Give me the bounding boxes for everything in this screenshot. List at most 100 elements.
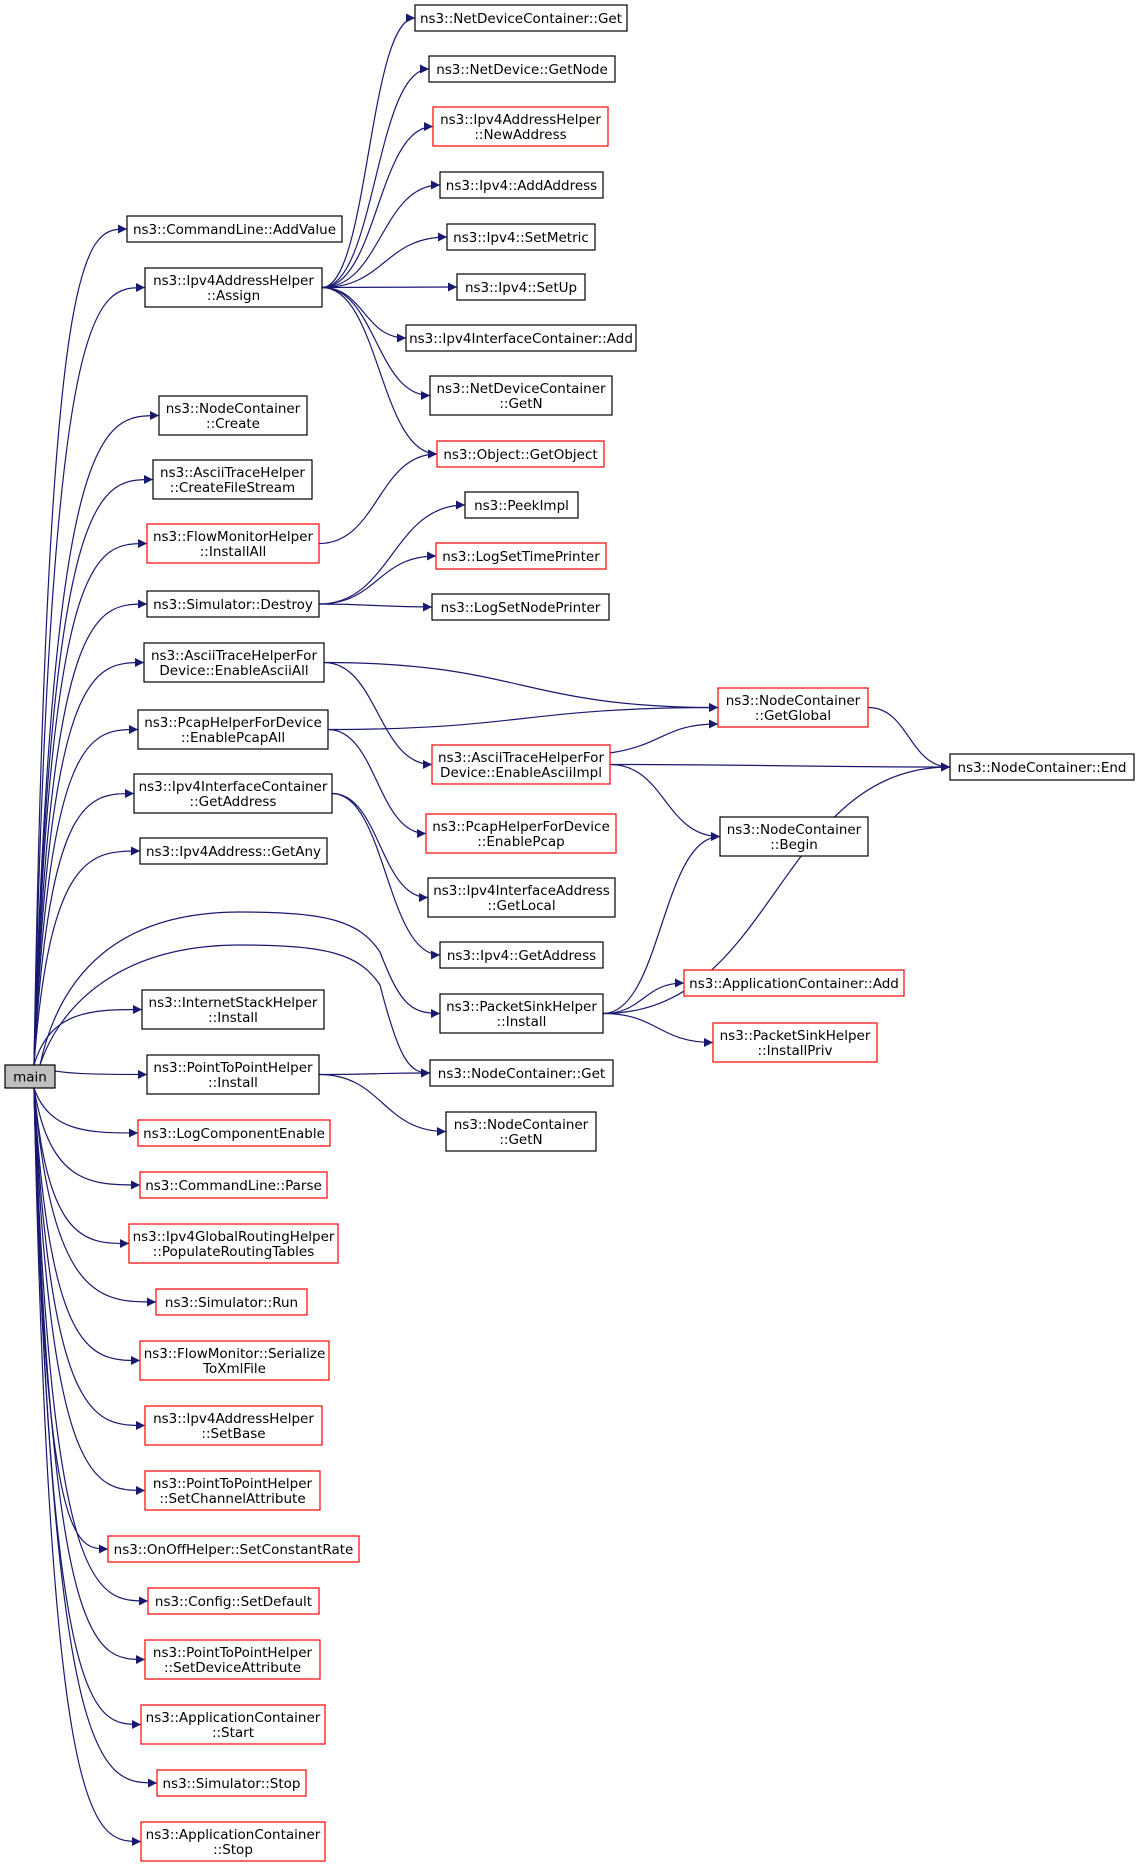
node-ipv4-setmetric[interactable]: ns3::Ipv4::SetMetric — [446, 223, 596, 251]
node-logsetnodeprinter[interactable]: ns3::LogSetNodePrinter — [431, 593, 610, 621]
node-box — [156, 1769, 307, 1797]
node-p2p-setchannel[interactable]: ns3::PointToPointHelper::SetChannelAttri… — [144, 1470, 321, 1511]
node-label: ::Install — [497, 1014, 547, 1030]
node-nc-getn[interactable]: ns3::NodeContainer::GetN — [445, 1111, 597, 1152]
node-box — [147, 1587, 320, 1615]
edge-main-to-ipv4a-getany — [33, 846, 141, 1066]
node-onoff-setconstantrate[interactable]: ns3::OnOffHelper::SetConstantRate — [107, 1535, 360, 1563]
node-box — [140, 1704, 326, 1745]
node-label: ns3::NodeContainer::End — [958, 760, 1127, 776]
node-label: ::NewAddress — [474, 127, 566, 143]
node-psh-installpriv[interactable]: ns3::PacketSinkHelper::InstallPriv — [712, 1022, 878, 1063]
edge-psh-install-to-appc-add — [602, 978, 685, 1015]
node-ndc-get[interactable]: ns3::NetDeviceContainer::Get — [414, 4, 628, 32]
node-psh-install[interactable]: ns3::PacketSinkHelper::Install — [439, 993, 604, 1034]
node-ipv4-getaddress[interactable]: ns3::Ipv4::GetAddress — [439, 941, 604, 969]
edge-main-to-sim-stop — [33, 1087, 158, 1788]
node-ipv4grh-populate[interactable]: ns3::Ipv4GlobalRoutingHelper::PopulateRo… — [128, 1223, 339, 1264]
node-label: ns3::ApplicationContainer::Add — [689, 976, 899, 992]
node-config-setdefault[interactable]: ns3::Config::SetDefault — [147, 1587, 320, 1615]
edge-ipv4ah-assign-to-nd-getnode — [321, 64, 430, 289]
node-ipv4ah-assign[interactable]: ns3::Ipv4AddressHelper::Assign — [144, 267, 323, 308]
node-ipv4ia-getlocal[interactable]: ns3::Ipv4InterfaceAddress::GetLocal — [427, 877, 616, 918]
node-ipv4ic-add[interactable]: ns3::Ipv4InterfaceContainer::Add — [405, 324, 637, 352]
node-label: ns3::PointToPointHelper — [153, 1476, 313, 1492]
node-label: main — [13, 1070, 47, 1086]
node-logcomponentenable[interactable]: ns3::LogComponentEnable — [137, 1119, 331, 1147]
node-ipv4-setup[interactable]: ns3::Ipv4::SetUp — [456, 273, 586, 301]
node-nc-get[interactable]: ns3::NodeContainer::Get — [429, 1059, 614, 1087]
node-cmd-addvalue[interactable]: ns3::CommandLine::AddValue — [126, 215, 343, 243]
node-label: ns3::PeekImpl — [474, 498, 569, 514]
node-label: ns3::LogComponentEnable — [143, 1126, 325, 1142]
node-fmh-installall[interactable]: ns3::FlowMonitorHelper::InstallAll — [146, 523, 320, 564]
node-label: ns3::FlowMonitor::Serialize — [144, 1346, 326, 1362]
node-box — [439, 993, 604, 1034]
node-peekimpl[interactable]: ns3::PeekImpl — [464, 491, 579, 519]
node-label: ns3::LogSetNodePrinter — [441, 600, 601, 616]
node-appc-stop[interactable]: ns3::ApplicationContainer::Stop — [140, 1821, 326, 1862]
node-nc-create[interactable]: ns3::NodeContainer::Create — [158, 395, 308, 436]
node-ipv4ah-newaddress[interactable]: ns3::Ipv4AddressHelper::NewAddress — [432, 106, 609, 147]
node-cmd-parse[interactable]: ns3::CommandLine::Parse — [139, 1171, 328, 1199]
edge-main-to-appc-stop — [33, 1087, 142, 1846]
edge-phfd-enablepcapall-to-phfd-enablepcap — [327, 728, 427, 838]
node-ipv4-addaddress[interactable]: ns3::Ipv4::AddAddress — [439, 171, 604, 199]
edge-main-to-config-setdefault — [33, 1087, 149, 1606]
node-label: ns3::Object::GetObject — [443, 447, 597, 463]
node-nc-end[interactable]: ns3::NodeContainer::End — [949, 753, 1135, 781]
node-ipv4a-getany[interactable]: ns3::Ipv4Address::GetAny — [139, 837, 328, 865]
node-nd-getnode[interactable]: ns3::NetDevice::GetNode — [428, 55, 616, 83]
node-appc-start[interactable]: ns3::ApplicationContainer::Start — [140, 1704, 326, 1745]
node-athfd-enableasciiimpl[interactable]: ns3::AsciiTraceHelperForDevice::EnableAs… — [431, 744, 611, 785]
node-nc-begin[interactable]: ns3::NodeContainer::Begin — [719, 816, 869, 857]
node-p2p-install[interactable]: ns3::PointToPointHelper::Install — [146, 1054, 320, 1095]
node-ipv4ah-setbase[interactable]: ns3::Ipv4AddressHelper::SetBase — [144, 1405, 323, 1446]
node-obj-getobject[interactable]: ns3::Object::GetObject — [436, 440, 605, 468]
node-athfd-enableasciiall[interactable]: ns3::AsciiTraceHelperForDevice::EnableAs… — [143, 642, 325, 683]
edge-psh-install-to-nc-end — [602, 762, 951, 1015]
node-ath-createfilestream[interactable]: ns3::AsciiTraceHelper::CreateFileStream — [152, 459, 313, 500]
edge-main-to-cmd-addvalue — [33, 224, 128, 1066]
node-box — [435, 542, 607, 570]
node-label: ns3::Ipv4InterfaceContainer::Add — [409, 331, 633, 347]
node-sim-destroy[interactable]: ns3::Simulator::Destroy — [146, 590, 320, 618]
node-main[interactable]: main — [4, 1064, 56, 1089]
node-sim-stop[interactable]: ns3::Simulator::Stop — [156, 1769, 307, 1797]
edge-main-to-logcomponentenable — [33, 1087, 139, 1138]
node-box — [425, 813, 617, 854]
node-sim-run[interactable]: ns3::Simulator::Run — [155, 1288, 308, 1316]
edge-phfd-enablepcapall-to-nc-getglobal — [327, 703, 719, 731]
node-box — [155, 1288, 308, 1316]
node-label: ns3::Ipv4::SetMetric — [453, 230, 589, 246]
edge-main-to-ath-createfilestream — [33, 475, 154, 1066]
node-label: ns3::PcapHelperForDevice — [144, 715, 322, 731]
node-label: ns3::NetDeviceContainer::Get — [420, 11, 622, 27]
node-label: Device::EnableAsciiAll — [159, 663, 308, 679]
node-label: ::GetGlobal — [755, 708, 831, 724]
node-p2p-setdevice[interactable]: ns3::PointToPointHelper::SetDeviceAttrib… — [144, 1639, 321, 1680]
node-ipv4ic-getaddress[interactable]: ns3::Ipv4InterfaceContainer::GetAddress — [133, 773, 333, 814]
edge-ipv4ic-getaddress-to-ipv4ia-getlocal — [331, 792, 429, 902]
node-phfd-enablepcap[interactable]: ns3::PcapHelperForDevice::EnablePcap — [425, 813, 617, 854]
node-label: ns3::ApplicationContainer — [146, 1827, 321, 1843]
node-ndc-getn[interactable]: ns3::NetDeviceContainer::GetN — [429, 375, 613, 416]
node-box — [128, 1223, 339, 1264]
edge-ipv4ah-assign-to-ipv4-setup — [321, 282, 458, 292]
node-phfd-enablepcapall[interactable]: ns3::PcapHelperForDevice::EnablePcapAll — [137, 709, 329, 750]
node-label: ns3::PointToPointHelper — [153, 1060, 313, 1076]
edge-main-to-ipv4ah-assign — [33, 283, 146, 1066]
edge-main-to-ipv4grh-populate — [33, 1087, 130, 1248]
node-box — [456, 273, 586, 301]
node-label: ns3::Simulator::Run — [165, 1295, 298, 1311]
node-label: ns3::Config::SetDefault — [155, 1594, 312, 1610]
node-appc-add[interactable]: ns3::ApplicationContainer::Add — [683, 969, 905, 997]
node-box — [144, 267, 323, 308]
node-ish-install[interactable]: ns3::InternetStackHelper::Install — [141, 989, 325, 1030]
node-box — [144, 1470, 321, 1511]
node-nc-getglobal[interactable]: ns3::NodeContainer::GetGlobal — [717, 687, 869, 728]
edge-sim-destroy-to-logsetnodeprinter — [318, 602, 433, 612]
node-logsettimeprinter[interactable]: ns3::LogSetTimePrinter — [435, 542, 607, 570]
node-label: ns3::NetDevice::GetNode — [436, 62, 608, 78]
